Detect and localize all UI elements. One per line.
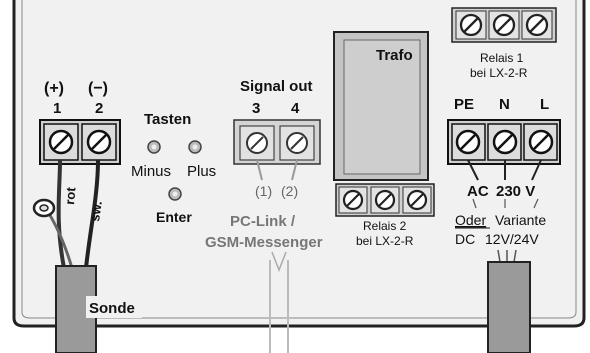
l-label: L [540,96,549,113]
power-cable [487,261,531,353]
shield-wire [46,211,74,269]
enter-button[interactable] [168,187,182,201]
relay-2-screw-a-icon[interactable] [338,186,368,214]
red-wire [56,159,66,269]
pe-wire [467,159,479,181]
screw-terminal-4-icon[interactable] [286,132,308,154]
ac-label: AC [467,183,489,200]
n-screw-icon[interactable] [487,123,522,161]
pe-label: PE [454,96,474,113]
relay-2-screw-c-icon[interactable] [402,186,432,214]
terminal-2-number: 2 [95,100,103,117]
relay-1-screw-a-icon[interactable] [455,10,487,40]
ac-dc-tick-3 [533,198,539,209]
power-terminal-block [447,119,561,165]
relay-2-terminal-block [335,183,435,217]
signal-cable [269,260,289,353]
screw-terminal-1-icon[interactable] [48,129,74,155]
l-wire [531,159,542,181]
wire-black-label: sw. [87,200,105,222]
housing-inner-outline [21,0,577,319]
minus-label: (−) [88,80,108,97]
relay-1-line-1: Relais 1 [480,51,524,65]
pe-screw-icon[interactable] [451,123,486,161]
screw-terminal-2-icon[interactable] [86,129,112,155]
terminal-1-number: 1 [53,100,61,117]
probe-label: Sonde [89,300,135,317]
probe-label-box [86,296,142,318]
pc-link-label: PC-Link / [230,213,296,230]
relay-1-screw-b-icon[interactable] [488,10,520,40]
plus-label: (+) [44,80,64,97]
signal-wire-2 [291,159,298,181]
minus-button-label: Minus [131,163,171,180]
signal-cable-split [271,251,287,273]
gsm-messenger-label: GSM-Messenger [205,234,323,251]
n-label: N [499,96,510,113]
dc-voltage-label: 12V/24V [485,231,539,247]
relay-2-line-1: Relais 2 [363,219,407,233]
l-screw-icon[interactable] [523,123,558,161]
ac-voltage-label: 230 V [496,183,535,200]
relay-2-screw-b-icon[interactable] [370,186,400,214]
relay-1-line-2: bei LX-2-R [470,66,528,80]
ac-dc-tick-1 [472,198,477,209]
terminal-4-number: 4 [291,100,300,117]
transformer-label: Trafo [376,47,413,64]
wire-red-label: rot [62,186,79,205]
signal-wire-2-label: (2) [281,183,298,199]
relay-1-screw-c-icon[interactable] [521,10,553,40]
signal-wire-1-label: (1) [255,183,272,199]
terminal-3-number: 3 [252,100,260,117]
dc-label: DC [455,231,475,247]
screw-terminal-3-icon[interactable] [246,132,268,154]
enter-button-label: Enter [156,209,192,225]
buttons-heading: Tasten [144,111,191,128]
minus-button[interactable] [147,140,161,154]
signal-terminal-block [233,119,321,165]
signal-out-heading: Signal out [240,78,313,95]
plus-button[interactable] [188,140,202,154]
sensor-terminal-block [39,119,121,165]
ring-lug-icon [32,198,56,218]
power-cable-split [497,249,517,263]
transformer-box [333,31,429,181]
oder-label: Oder [455,212,486,228]
relay-1-terminal-block [451,7,557,43]
plus-button-label: Plus [187,163,216,180]
relay-2-line-2: bei LX-2-R [356,234,414,248]
black-wire [84,159,100,269]
variante-label: Variante [495,212,546,228]
signal-wire-1 [256,159,263,181]
